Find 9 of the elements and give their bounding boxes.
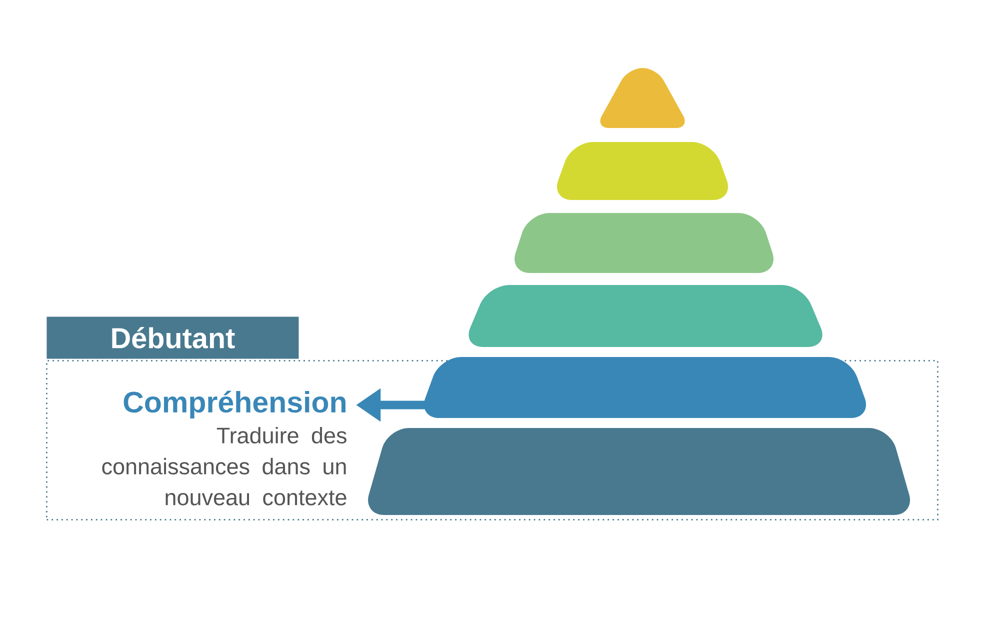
- pyramid-layer: [557, 142, 728, 200]
- heading: Compréhension: [124, 390, 346, 418]
- pyramid-layer: [424, 357, 866, 418]
- description: Traduire des connaissances dans un nouveau contexte: [102, 427, 346, 506]
- level-tab: Débutant: [46, 316, 299, 359]
- pyramid-layer: [468, 285, 822, 348]
- pyramid-layer: [368, 428, 910, 516]
- pyramid-layer: [600, 68, 685, 128]
- pyramid-layer: [514, 213, 774, 274]
